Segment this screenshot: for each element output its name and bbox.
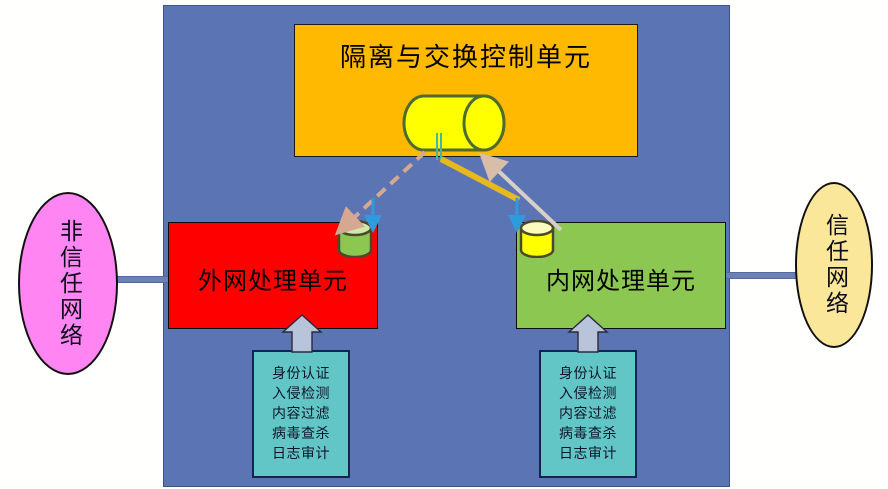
exchange-buffer-cylinder-icon xyxy=(402,94,506,152)
trusted-network-label: 信任网络 xyxy=(821,213,848,317)
service-item: 入侵检测 xyxy=(272,386,330,403)
outer-service-list: 身份认证 入侵检测 内容过滤 病毒查杀 日志审计 xyxy=(252,350,350,478)
service-item: 日志审计 xyxy=(272,445,330,462)
service-item: 内容过滤 xyxy=(272,406,330,423)
service-item: 内容过滤 xyxy=(559,406,617,423)
control-unit-label: 隔离与交换控制单元 xyxy=(339,43,592,73)
untrusted-network-node[interactable]: 非信任网络 xyxy=(18,192,118,375)
service-item: 入侵检测 xyxy=(559,386,617,403)
stem-outer-to-services xyxy=(293,329,310,351)
service-item: 病毒查杀 xyxy=(559,425,617,442)
isolation-exchange-control-unit[interactable]: 隔离与交换控制单元 xyxy=(294,24,638,157)
untrusted-network-label: 非信任网络 xyxy=(55,218,82,349)
outer-data-cylinder-icon xyxy=(337,219,373,259)
service-item: 病毒查杀 xyxy=(272,425,330,442)
link-inner-to-trusted xyxy=(723,272,800,279)
link-untrusted-to-outer xyxy=(113,276,173,283)
inner-data-cylinder-icon xyxy=(519,219,555,259)
service-item: 日志审计 xyxy=(559,445,617,462)
service-item: 身份认证 xyxy=(272,366,330,383)
trusted-network-node[interactable]: 信任网络 xyxy=(795,182,873,348)
outer-unit-label: 外网处理单元 xyxy=(198,267,348,295)
inner-unit-label: 内网处理单元 xyxy=(546,267,696,295)
inner-service-list: 身份认证 入侵检测 内容过滤 病毒查杀 日志审计 xyxy=(539,350,637,478)
service-item: 身份认证 xyxy=(559,366,617,383)
stem-inner-to-services xyxy=(580,329,597,351)
